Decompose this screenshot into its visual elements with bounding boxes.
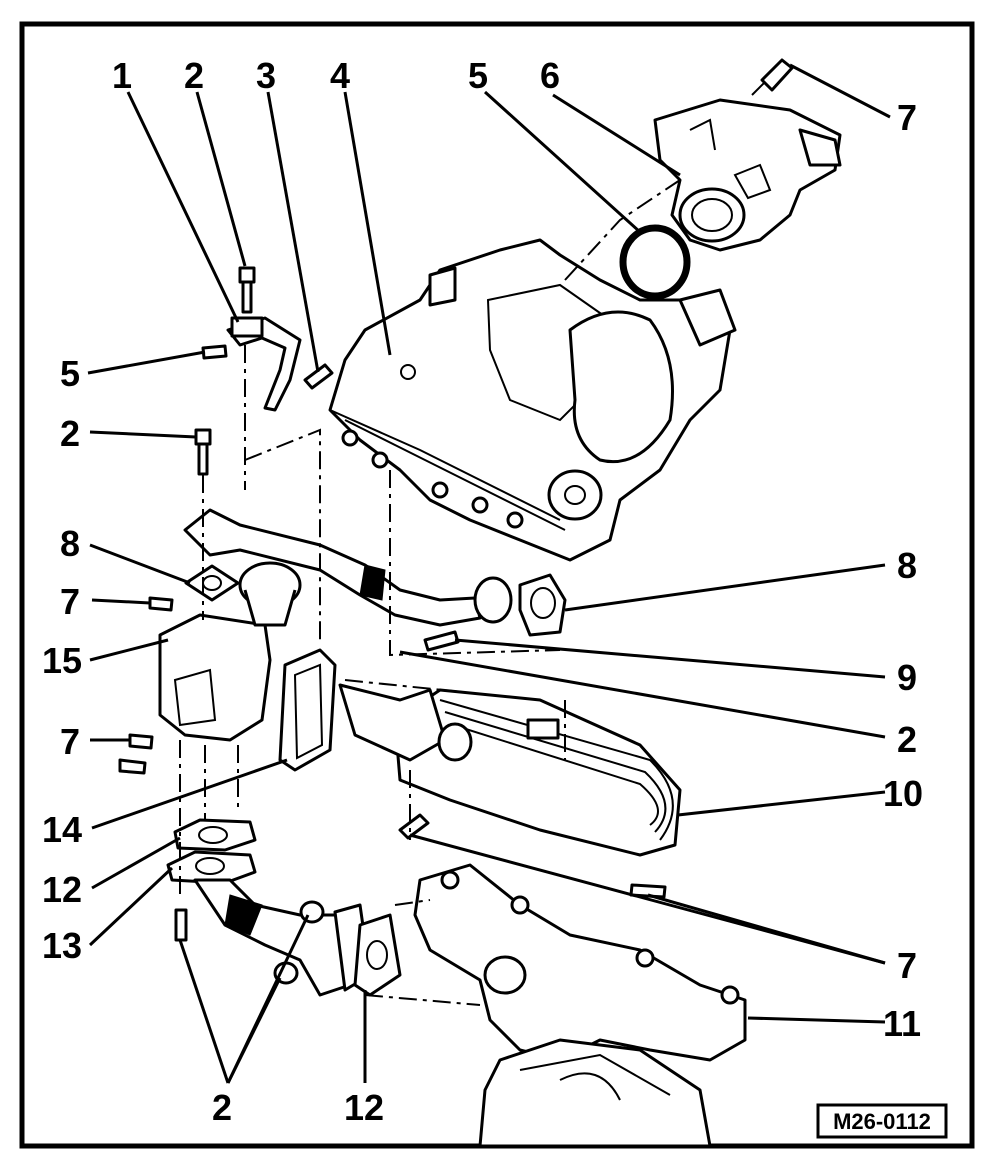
callout-4: 4 [330, 55, 350, 96]
callout-2: 2 [184, 55, 204, 96]
reference-code: M26-0112 [833, 1109, 931, 1134]
egr-pipe-upper [183, 508, 513, 627]
callout-14: 14 [42, 809, 82, 850]
part-13-gasket [166, 850, 257, 885]
callout-7: 7 [897, 945, 917, 986]
part-5-o-ring [619, 224, 691, 300]
reference-code-box: M26-0112 [816, 1103, 948, 1139]
callout-5: 5 [60, 353, 80, 394]
part-2-bolt-lower [174, 908, 188, 942]
part-2-nuts-lower [273, 900, 325, 985]
callout-2: 2 [897, 719, 917, 760]
callout-7: 7 [897, 97, 917, 138]
callout-2: 2 [60, 413, 80, 454]
callout-6: 6 [540, 55, 560, 96]
part-8-gasket-left [184, 564, 240, 602]
part-14-gasket [278, 648, 337, 772]
callout-8: 8 [60, 523, 80, 564]
callout-1: 1 [112, 55, 132, 96]
callout-12: 12 [344, 1087, 384, 1128]
part-12-gasket-centre [353, 913, 402, 997]
part-6-throttle-housing [653, 98, 842, 252]
part-7-bolt-cooler [398, 813, 430, 840]
part-15-egr-valve [158, 561, 302, 742]
part-4-intake-manifold [328, 238, 737, 562]
callout-7: 7 [60, 581, 80, 622]
assembly-lines [179, 179, 681, 1006]
callout-5: 5 [468, 55, 488, 96]
part-11-exhaust-manifold [413, 863, 747, 1148]
callout-2: 2 [212, 1087, 232, 1128]
callout-7: 7 [60, 721, 80, 762]
callout-10: 10 [883, 773, 923, 814]
part-5-bolt-left [201, 344, 228, 360]
callout-13: 13 [42, 925, 82, 966]
part-7-bolt-cooler-right [629, 883, 667, 899]
callout-15: 15 [42, 640, 82, 681]
part-2-bolt-upper [238, 266, 256, 314]
callout-labels: 1 2 3 4 5 6 7 5 2 8 8 7 15 9 2 7 10 14 1… [42, 55, 923, 1128]
part-12-gasket-lower [173, 818, 257, 852]
callout-12: 12 [42, 869, 82, 910]
callout-8: 8 [897, 545, 917, 586]
part-10-egr-cooler [338, 683, 682, 857]
part-9-bolt [423, 630, 460, 652]
callout-9: 9 [897, 657, 917, 698]
callout-11: 11 [883, 1003, 921, 1044]
part-7-bolt-valve-lower [118, 733, 154, 775]
leader-lines [87, 63, 891, 1084]
part-7-bolt-valve-upper [148, 596, 174, 612]
part-8-gasket-right [518, 573, 567, 637]
part-2-bolt-left [194, 428, 212, 476]
part-7-bolt-top [751, 58, 794, 96]
callout-3: 3 [256, 55, 276, 96]
part-1-bracket [226, 316, 302, 412]
